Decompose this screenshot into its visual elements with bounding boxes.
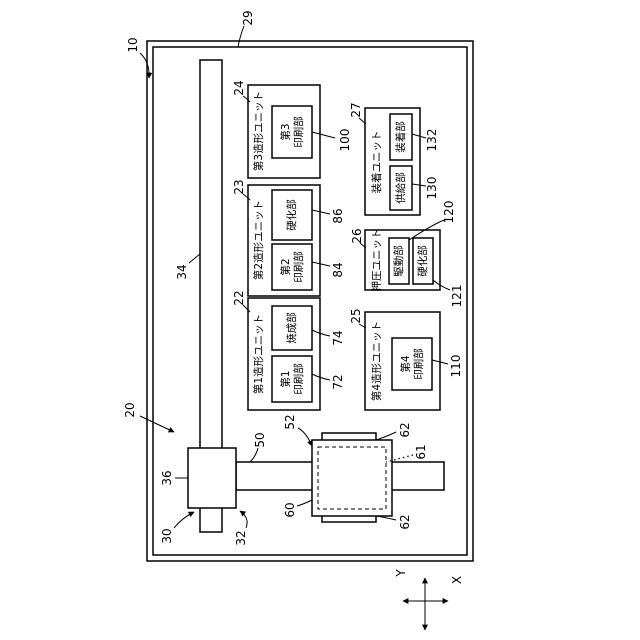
ref-clamp-bottom: 62 <box>398 514 412 529</box>
printing-section-1-ref: 72 <box>331 374 345 389</box>
x-axis-label: X <box>450 576 464 584</box>
printing-section-2-line1: 第2 <box>279 258 292 275</box>
printing-section-2-ref: 84 <box>331 262 345 277</box>
leader-30 <box>174 512 194 528</box>
ref-carriage: 32 <box>234 530 248 545</box>
unit-pressing-title: 押圧ユニット <box>370 229 383 292</box>
ref-stage: 60 <box>283 502 297 517</box>
ref-apparatus: 10 <box>126 37 140 52</box>
press-curing-section-ref: 121 <box>450 285 464 308</box>
printing-section-4-ref: 110 <box>449 355 463 378</box>
unit-second-title: 第2造形ユニット <box>252 200 265 280</box>
unit-fourth-ref: 25 <box>349 308 363 323</box>
leader-20 <box>140 416 174 432</box>
unit-pressing-ref: 26 <box>350 228 364 243</box>
printing-section-1-box <box>272 356 312 402</box>
unit-mounting-ref: 27 <box>349 102 363 117</box>
leader-50 <box>250 448 258 462</box>
head-block <box>188 448 236 508</box>
curing-section-label: 硬化部 <box>285 199 298 231</box>
printing-section-2-line2: 印刷部 <box>292 251 305 283</box>
y-axis-label: Y <box>394 569 408 578</box>
ref-base: 29 <box>241 10 255 25</box>
ref-workpiece: 61 <box>414 444 428 459</box>
ref-mover: 30 <box>160 528 174 543</box>
printing-section-3-line1: 第3 <box>279 123 292 140</box>
ref-stage-assembly: 52 <box>283 414 297 429</box>
leader-34 <box>189 254 200 263</box>
unit-third-title: 第3造形ユニット <box>252 91 265 171</box>
leader-52 <box>298 428 312 446</box>
unit-first-title: 第1造形ユニット <box>252 314 265 394</box>
unit-first-ref: 22 <box>232 290 246 305</box>
unit-fourth-title: 第4造形ユニット <box>370 321 383 401</box>
ref-arm: 50 <box>253 432 267 447</box>
ref-clamp-top: 62 <box>398 422 412 437</box>
mounting-section-ref: 132 <box>425 129 439 152</box>
mounting-section-label: 装着部 <box>394 121 407 153</box>
ref-rail: 34 <box>175 264 189 279</box>
firing-section-ref: 74 <box>331 330 345 345</box>
printing-section-1-line1: 第1 <box>279 370 292 387</box>
printing-section-1-line2: 印刷部 <box>292 363 305 395</box>
unit-second-ref: 23 <box>232 179 246 194</box>
ref-head: 36 <box>160 470 174 485</box>
printing-section-3-ref: 100 <box>338 129 352 152</box>
leader-62-top <box>376 432 396 440</box>
drive-section-ref: 120 <box>442 201 456 224</box>
drive-section-label: 駆動部 <box>392 245 405 277</box>
printing-section-4-line2: 印刷部 <box>412 348 425 380</box>
leader-32 <box>240 511 247 528</box>
printing-section-4-box <box>392 338 432 390</box>
unit-third-ref: 24 <box>232 80 246 95</box>
supply-section-label: 供給部 <box>394 172 407 204</box>
press-curing-section-label: 硬化部 <box>416 245 429 277</box>
firing-section-label: 焼成部 <box>285 312 298 344</box>
leader-60 <box>297 500 312 506</box>
printing-section-3-box <box>272 106 312 158</box>
printing-section-3-line2: 印刷部 <box>292 116 305 148</box>
stage <box>312 440 392 516</box>
ref-system: 20 <box>123 402 137 417</box>
curing-section-ref: 86 <box>331 208 345 223</box>
supply-section-ref: 130 <box>425 177 439 200</box>
leader-29 <box>238 26 244 47</box>
printing-section-4-line1: 第4 <box>399 355 412 372</box>
unit-mounting-title: 装着ユニット <box>370 131 383 194</box>
printing-section-2-box <box>272 244 312 290</box>
